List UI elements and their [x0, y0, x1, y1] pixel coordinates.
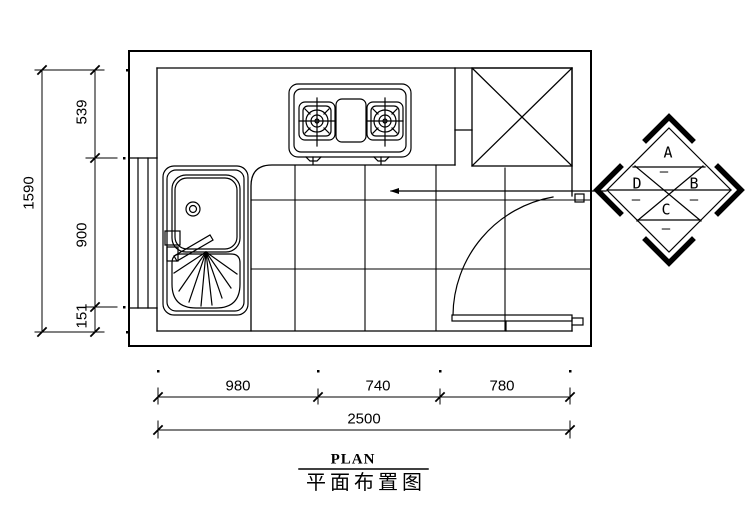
dimension-ticks-left	[36, 64, 101, 338]
elevation-marker	[593, 113, 745, 267]
door-jamb-bottom	[571, 317, 584, 326]
door-jamb-top	[574, 193, 585, 203]
elevation-label-a: A	[663, 143, 673, 162]
sink-basin	[171, 174, 241, 253]
kitchen-sink	[162, 165, 249, 316]
dimension-bottom	[152, 370, 576, 439]
dim-bottom-seg-980: 980	[225, 377, 251, 395]
dim-left-seg-539: 539	[73, 99, 91, 125]
dim-left-total: 1590	[20, 176, 38, 210]
elevation-marker-corner-ticks	[593, 113, 745, 267]
dim-bottom-seg-740: 740	[365, 377, 391, 395]
dim-left-seg-900: 900	[73, 222, 91, 248]
stove-center-panel	[335, 98, 367, 143]
elevation-dash-bottom: –	[661, 221, 671, 237]
elevation-dash-right: –	[689, 192, 699, 208]
stove-burner-right	[366, 97, 404, 147]
dim-bottom-seg-780: 780	[489, 377, 515, 395]
floor-tile-grid	[250, 164, 591, 332]
drawing-title-zh: 平面布置图	[306, 472, 426, 494]
dim-left-seg-151: 151	[73, 303, 91, 329]
elevation-label-c: C	[661, 200, 671, 219]
drawing-title-en: PLAN	[330, 451, 376, 468]
dimension-left	[34, 64, 129, 338]
door	[451, 193, 585, 332]
elevation-leader-line	[390, 188, 607, 194]
walls	[128, 50, 592, 347]
gas-stove	[288, 83, 412, 165]
sink-drain	[185, 201, 201, 217]
elevation-label-b: B	[689, 174, 699, 193]
dimension-ticks-bottom	[152, 391, 576, 436]
outer-wall	[128, 50, 592, 347]
window	[128, 157, 158, 309]
countertop	[250, 67, 473, 332]
door-leaf	[451, 314, 573, 322]
elevation-dash-top: –	[659, 164, 669, 180]
counter-edge	[250, 164, 456, 332]
stove-burner-left	[298, 97, 336, 147]
stove-feet	[305, 156, 390, 165]
elevation-label-d: D	[632, 174, 642, 193]
elevation-dash-left: –	[631, 192, 641, 208]
crossed-box-symbol	[471, 67, 573, 167]
sink-drainboard	[171, 251, 241, 309]
dim-bottom-total: 2500	[347, 410, 381, 428]
leader-arrowhead	[390, 188, 399, 194]
door-swing-arc	[452, 196, 554, 316]
